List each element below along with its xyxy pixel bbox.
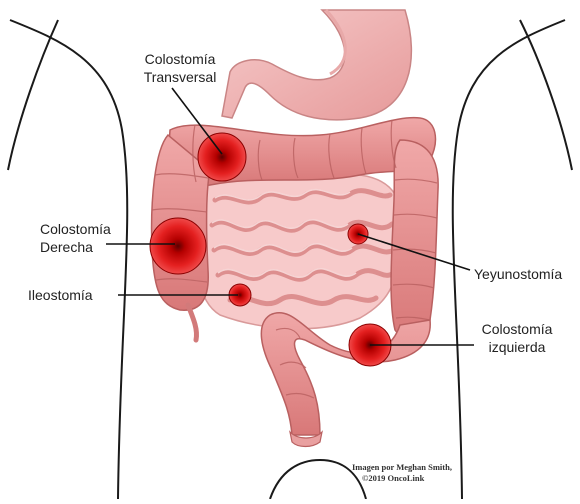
label-line: Colostomía	[130, 50, 230, 68]
label-line: izquierda	[472, 338, 562, 356]
stomach	[222, 10, 411, 120]
label-yeyunostomia: Yeyunostomía	[474, 265, 562, 283]
label-ileostomia: Ileostomía	[28, 286, 93, 304]
small-intestine	[197, 171, 401, 329]
stoma-colostomia-derecha	[150, 218, 206, 274]
label-line: Transversal	[130, 68, 230, 86]
label-line: Derecha	[40, 238, 111, 256]
credit-line: ©2019 OncoLink	[352, 473, 452, 484]
stoma-colostomia-transversal	[198, 133, 246, 181]
image-credit: Imagen por Meghan Smith, ©2019 OncoLink	[352, 462, 452, 484]
label-colostomia-transversal: Colostomía Transversal	[130, 50, 230, 86]
label-colostomia-izquierda: Colostomía izquierda	[472, 320, 562, 356]
label-line: Colostomía	[40, 220, 111, 238]
label-colostomia-derecha: Colostomía Derecha	[40, 220, 111, 256]
label-line: Colostomía	[472, 320, 562, 338]
credit-line: Imagen por Meghan Smith,	[352, 462, 452, 473]
